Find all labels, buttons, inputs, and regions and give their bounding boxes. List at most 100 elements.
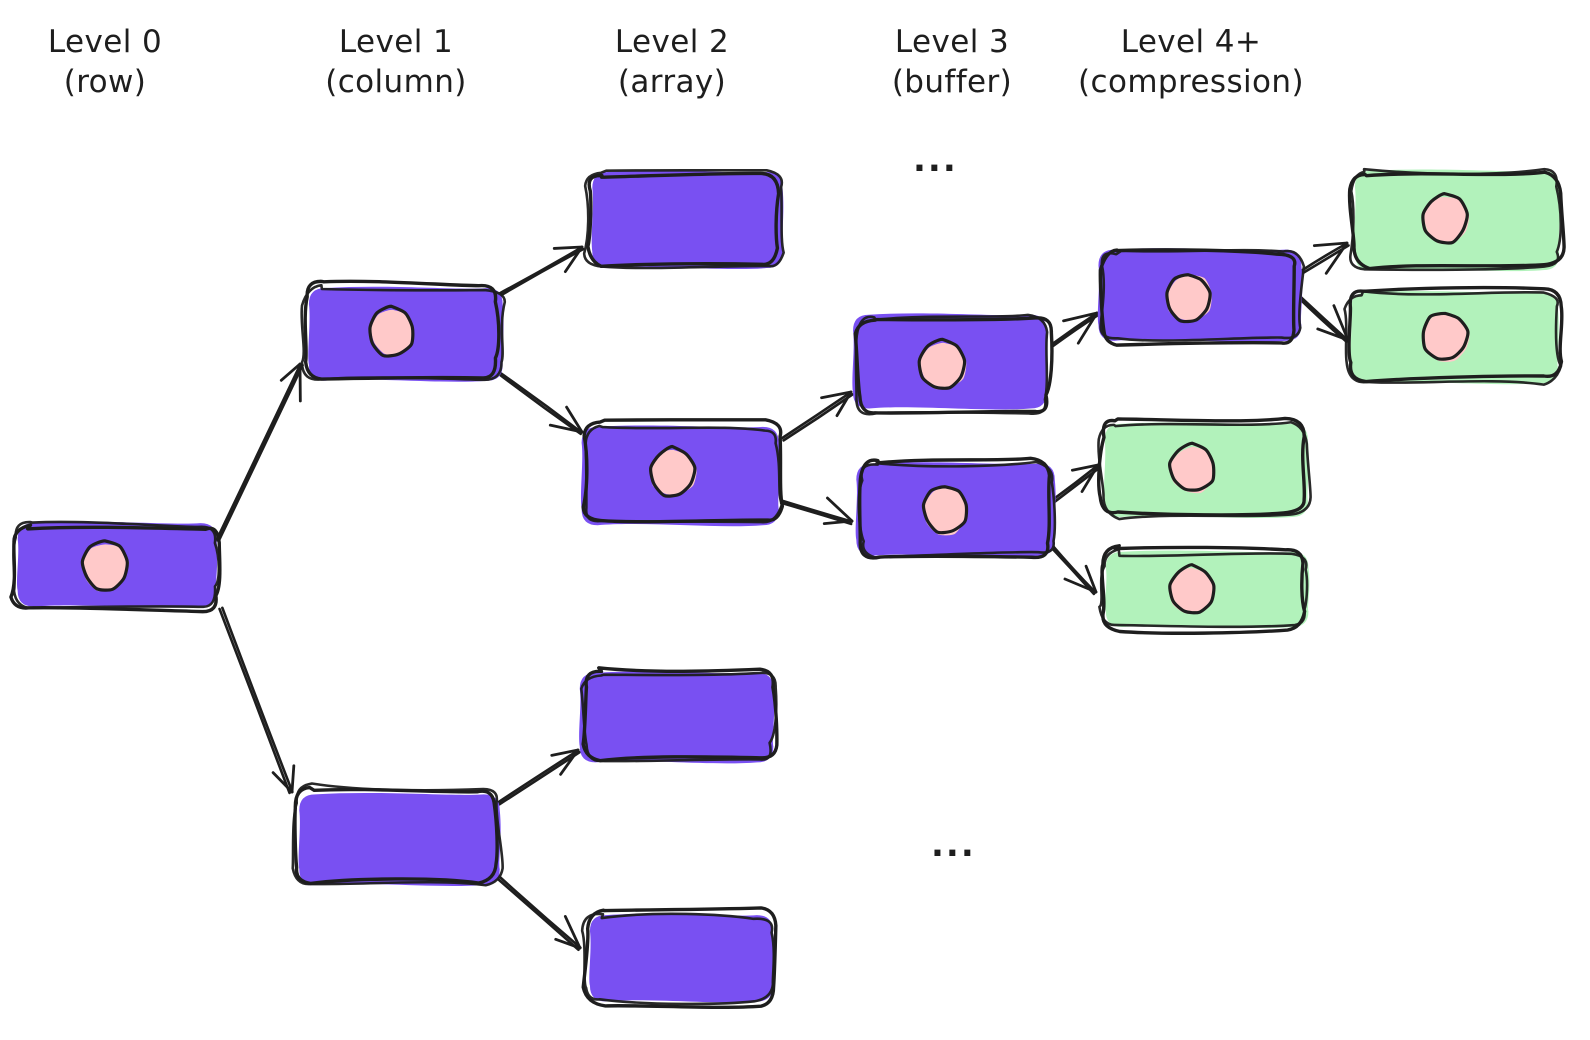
edge-stroke xyxy=(498,371,583,434)
marker-dot-outline xyxy=(921,485,969,535)
edge-stroke xyxy=(217,363,304,543)
marker-dot-fill xyxy=(83,544,129,592)
node-outline xyxy=(1098,248,1297,347)
marker-dot-outline xyxy=(1165,273,1212,324)
arrowhead-barb xyxy=(1080,463,1100,493)
node-outline-second-pass xyxy=(1349,167,1563,272)
marker-dot-outline xyxy=(1168,441,1216,492)
node-fill xyxy=(591,170,784,270)
node-fill xyxy=(579,671,775,764)
node-outline-second-pass xyxy=(579,671,778,763)
marker-dot-outline xyxy=(1421,311,1470,361)
node-outline xyxy=(293,785,499,886)
node-level2-array-top[interactable] xyxy=(582,169,785,270)
node-outline-second-pass xyxy=(857,460,1057,559)
edge-stroke xyxy=(1050,463,1100,502)
arrowhead-barb xyxy=(1062,311,1099,323)
ellipsis-top-icon: ... xyxy=(913,140,958,180)
node-level1-column-bottom[interactable] xyxy=(291,782,504,887)
arrowhead-barb xyxy=(1063,577,1098,594)
edge-buffer-bot-to-green-mid1 xyxy=(1050,463,1102,504)
marker-dot-fill xyxy=(651,449,697,495)
node-outline-second-pass xyxy=(582,169,785,270)
edge-row-to-column-top xyxy=(215,362,304,543)
node-level2-array-lower-1[interactable] xyxy=(579,666,779,764)
node-outline xyxy=(1347,285,1564,384)
edge-stroke xyxy=(221,606,294,794)
arrowhead-barb xyxy=(1324,241,1349,275)
edge-stroke xyxy=(218,607,291,795)
edge-buffer-bot-to-green-mid2 xyxy=(1049,544,1098,596)
marker-dot-outline xyxy=(1421,192,1469,245)
arrowhead-barb xyxy=(552,245,584,250)
marker-dot-fill xyxy=(1170,446,1215,494)
node-level3-buffer-top[interactable] xyxy=(852,313,1054,416)
node-outline-second-pass xyxy=(1097,420,1312,521)
node-outline-second-pass xyxy=(291,782,504,887)
marker-dot-fill xyxy=(1423,197,1470,244)
edge-stroke xyxy=(497,372,582,436)
node-outline-second-pass xyxy=(12,520,221,610)
arrowhead-barb xyxy=(271,771,294,794)
arrowhead-barb xyxy=(1084,564,1098,594)
node-level0-row[interactable] xyxy=(9,520,222,614)
marker-dot-outline xyxy=(917,337,967,390)
node-level2-array-lower-2[interactable] xyxy=(580,906,778,1009)
edge-stroke xyxy=(1297,293,1350,342)
node-outline-second-pass xyxy=(300,283,507,382)
node-outline-second-pass xyxy=(1343,290,1563,386)
node-level1-column-top[interactable] xyxy=(300,279,507,382)
marker-dot-fill xyxy=(919,342,967,390)
node-outline xyxy=(303,279,501,381)
node-level3-buffer-bottom[interactable] xyxy=(855,456,1057,560)
node-level4-green-middle-1[interactable] xyxy=(1097,416,1312,521)
node-outline xyxy=(581,666,779,763)
edge-stroke xyxy=(1297,241,1349,274)
node-level4-green-middle-2[interactable] xyxy=(1098,544,1310,635)
node-outline xyxy=(586,171,781,269)
edge-column-bot-to-array-low1 xyxy=(496,748,581,806)
arrowhead-barb xyxy=(550,748,580,757)
edge-array-mid-to-buffer-top xyxy=(780,390,854,442)
node-fill xyxy=(589,913,774,1003)
arrowhead-barb xyxy=(826,496,854,523)
edges-group xyxy=(215,241,1350,952)
node-outline xyxy=(581,906,778,1009)
node-level4-green-top-1[interactable] xyxy=(1347,167,1566,272)
edge-column-top-to-array-mid xyxy=(497,371,584,436)
node-level4-green-top-2[interactable] xyxy=(1343,285,1564,386)
edge-stroke xyxy=(499,247,585,297)
arrowhead-barb xyxy=(563,245,584,274)
nodes-group xyxy=(9,167,1566,1009)
arrowhead-barb xyxy=(548,423,584,434)
arrowhead-barb xyxy=(820,390,853,400)
marker-dot-fill xyxy=(1167,274,1212,321)
edge-stroke xyxy=(497,874,582,949)
marker-dot-outline xyxy=(1168,563,1216,615)
node-level2-array-middle[interactable] xyxy=(580,418,785,527)
node-outline-second-pass xyxy=(580,912,776,1006)
arrowhead-barb xyxy=(559,748,580,776)
node-level4-compressed-buffer[interactable] xyxy=(1097,248,1306,347)
marker-dot-fill xyxy=(370,309,414,355)
edge-buffer-top-to-compressed xyxy=(1050,311,1100,348)
edge-column-top-to-array-top xyxy=(498,245,585,297)
edge-stroke xyxy=(780,390,853,440)
marker-dot-outline xyxy=(368,304,415,358)
edge-stroke xyxy=(495,876,580,952)
marker-dot-outline xyxy=(80,539,129,592)
arrowhead-barb xyxy=(563,915,582,950)
edge-row-to-column-bottom xyxy=(218,606,296,795)
arrowhead-barb xyxy=(1076,311,1099,345)
edge-column-bot-to-array-low2 xyxy=(495,874,582,952)
edge-stroke xyxy=(1051,544,1097,594)
node-outline-second-pass xyxy=(1099,248,1306,342)
marker-dot-fill xyxy=(1424,313,1470,362)
node-outline-second-pass xyxy=(1098,547,1309,629)
arrowhead-barb xyxy=(279,362,302,382)
marker-dot-fill xyxy=(924,486,968,536)
arrowhead-barb xyxy=(554,937,582,950)
arrowhead-barb xyxy=(835,390,853,418)
